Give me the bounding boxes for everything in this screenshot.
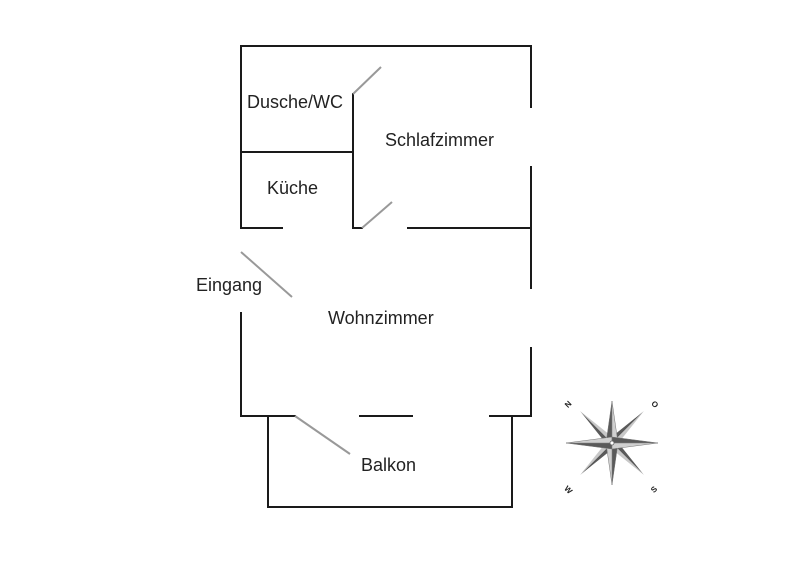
compass-rose-icon: N O S W (562, 399, 660, 496)
balcony-outline (267, 415, 513, 508)
doors (240, 66, 393, 455)
compass-south-label: S (649, 484, 660, 495)
label-living-room: Wohnzimmer (328, 308, 434, 328)
compass-west-label: W (562, 484, 574, 496)
bedroom-door (361, 201, 393, 229)
shower-door (352, 66, 382, 95)
north-and-west-upper-wall (240, 45, 532, 229)
label-kitchen: Küche (267, 178, 318, 198)
compass-east-label: O (649, 399, 660, 410)
room-labels: Dusche/WC Schlafzimmer Küche Eingang Woh… (196, 92, 494, 475)
compass-north-label: N (563, 399, 574, 410)
label-entrance: Eingang (196, 275, 262, 295)
label-bedroom: Schlafzimmer (385, 130, 494, 150)
label-balcony: Balkon (361, 455, 416, 475)
walls (240, 45, 532, 508)
balcony-door (294, 415, 351, 455)
compass-cardinal-points (565, 400, 659, 486)
west-wall-lower (240, 312, 296, 417)
entrance-door (240, 251, 293, 298)
compass-diagonal-points (580, 411, 644, 475)
label-shower-wc: Dusche/WC (247, 92, 343, 112)
